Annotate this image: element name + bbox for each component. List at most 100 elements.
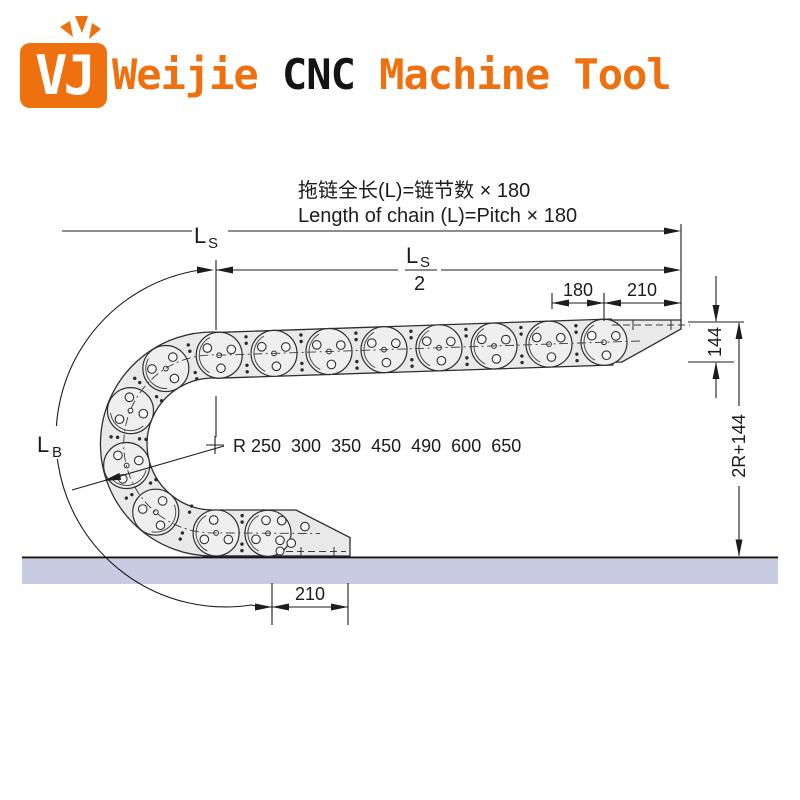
lb-arc-curve bbox=[55, 269, 259, 608]
rivet-dot bbox=[520, 360, 524, 365]
rivet-dot bbox=[519, 332, 523, 336]
bracket-hole bbox=[286, 538, 297, 548]
lb-label-mask bbox=[33, 426, 73, 459]
dim-2r144-text: 2R+144 bbox=[729, 414, 749, 478]
chain-link-disc bbox=[132, 488, 180, 536]
arrow-144-up bbox=[712, 362, 720, 379]
radius-leader-line bbox=[71, 445, 225, 491]
brand-title: Weijie CNC Machine Tool bbox=[112, 54, 672, 96]
rivet-dot bbox=[154, 394, 159, 399]
rivet-dot bbox=[409, 329, 413, 333]
rivet-dot bbox=[137, 437, 142, 441]
rivet-dot bbox=[115, 435, 120, 440]
bracket-hole bbox=[275, 546, 285, 556]
rivet-dot bbox=[354, 337, 358, 342]
ls-half-denominator: 2 bbox=[414, 273, 425, 295]
rivet-dot bbox=[410, 364, 414, 368]
rivet-dot bbox=[574, 324, 578, 328]
ground bbox=[22, 556, 778, 584]
rivet-dot bbox=[133, 376, 137, 381]
rivet-dot bbox=[575, 352, 579, 356]
formula-english: Length of chain (L)=Pitch × 180 bbox=[298, 205, 577, 227]
dim-180-text: 180 bbox=[563, 280, 593, 300]
arrow-lshalf-left bbox=[216, 266, 233, 274]
rivet-dot bbox=[464, 334, 468, 338]
arrow-144-down bbox=[712, 305, 720, 322]
rivet-dot bbox=[355, 359, 359, 364]
rivet-dot bbox=[178, 537, 182, 541]
dim-210-bottom-text: 210 bbox=[295, 584, 325, 604]
chain-centerline bbox=[123, 340, 641, 534]
rivet-dot bbox=[154, 477, 158, 482]
logo-spark-icon bbox=[60, 16, 101, 39]
ls-label-sub: S bbox=[208, 235, 218, 252]
ls-half-numerator: L bbox=[406, 243, 418, 268]
rivet-dot bbox=[245, 370, 249, 374]
rivet-dot bbox=[138, 380, 142, 385]
rivet-dot bbox=[244, 335, 248, 339]
rivet-dot bbox=[574, 330, 578, 334]
arrow-radius-leader bbox=[103, 472, 122, 481]
rivet-dot bbox=[465, 362, 469, 367]
rivet-dot bbox=[195, 377, 199, 381]
dimension-texts: 拖链全长(L)=链节数 × 180 Length of chain (L)=Pi… bbox=[37, 179, 749, 604]
bracket-hole bbox=[300, 521, 310, 532]
arrow-180-left bbox=[552, 299, 569, 307]
arrow-arc-bottom bbox=[255, 603, 272, 611]
brand-title-part3: Machine Tool bbox=[379, 50, 671, 99]
rivet-dot bbox=[109, 435, 113, 439]
ls-label-main: L bbox=[194, 223, 206, 248]
rivet-dot bbox=[245, 363, 249, 367]
rivet-dot bbox=[355, 366, 359, 370]
arrow-210-left bbox=[604, 299, 621, 307]
rivet-dot bbox=[240, 520, 244, 524]
rivet-dot bbox=[240, 513, 244, 518]
rivet-dot bbox=[159, 399, 164, 403]
rivet-dot bbox=[193, 370, 197, 375]
chain-link-disc bbox=[106, 387, 155, 435]
arrow-arc-top bbox=[197, 266, 214, 274]
rivet-dot bbox=[299, 333, 303, 337]
rivet-dot bbox=[240, 542, 244, 546]
rivet-dot bbox=[519, 325, 523, 330]
lb-label-main: L bbox=[37, 432, 49, 457]
rivet-dot bbox=[299, 339, 303, 344]
rivet-dot bbox=[300, 361, 304, 366]
arrow-b210-left bbox=[272, 603, 289, 611]
rivet-dot bbox=[188, 349, 192, 353]
ground-hatch-band bbox=[22, 559, 778, 584]
rivet-dot bbox=[465, 356, 469, 360]
rivet-dot bbox=[240, 548, 244, 553]
brand-title-part2: CNC bbox=[282, 50, 380, 99]
arrow-180-right bbox=[587, 299, 604, 307]
arrow-2r144-up bbox=[735, 322, 743, 339]
rivet-dot bbox=[244, 341, 248, 345]
rivet-dot bbox=[144, 437, 148, 442]
bend-length-arc bbox=[55, 269, 259, 608]
rivet-dot bbox=[187, 510, 192, 514]
bracket-hole bbox=[276, 515, 287, 526]
logo-text: VJ bbox=[34, 43, 96, 107]
rivet-dot bbox=[189, 504, 194, 508]
rivet-dot bbox=[186, 343, 190, 347]
arrow-2r144-down bbox=[735, 539, 743, 557]
rivet-dot bbox=[575, 358, 579, 363]
arrow-b210-right bbox=[331, 603, 348, 611]
brand-logo: VJ bbox=[20, 43, 107, 108]
rivet-dot bbox=[520, 354, 524, 358]
dim-144-text: 144 bbox=[705, 327, 725, 357]
radius-series-text: R 250 300 350 450 490 600 650 bbox=[233, 436, 521, 456]
dim-210-top-text: 210 bbox=[627, 280, 657, 300]
brand-title-part1: Weijie bbox=[112, 50, 283, 99]
rivet-dot bbox=[124, 496, 129, 500]
lb-label-sub: B bbox=[52, 444, 62, 461]
rivet-dot bbox=[354, 331, 358, 335]
drag-chain bbox=[99, 318, 690, 557]
rivet-dot bbox=[148, 481, 153, 485]
arrow-lshalf-right bbox=[664, 266, 681, 274]
arrow-ls-right bbox=[664, 227, 681, 235]
formula-chinese: 拖链全长(L)=链节数 × 180 bbox=[298, 179, 530, 202]
rivet-dot bbox=[410, 358, 414, 362]
